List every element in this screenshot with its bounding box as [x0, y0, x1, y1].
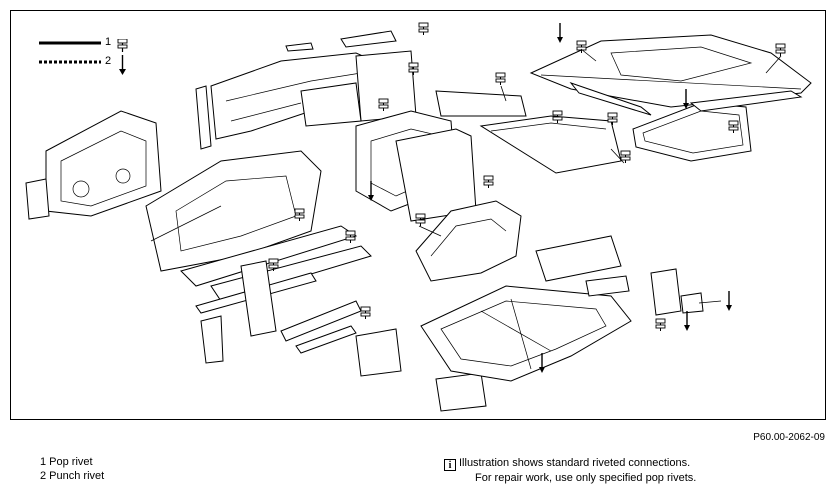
figure-code: P60.00-2062-09 — [753, 432, 825, 443]
legend-key: 1 2 — [39, 36, 149, 84]
punch-rivet-markers — [368, 23, 732, 373]
legend-item-pop-rivet: 1 Pop rivet — [40, 456, 93, 468]
info-icon: i — [444, 459, 456, 471]
legend-text: 1 Pop rivet 2 Punch rivet — [40, 455, 104, 483]
rear-wheel-arch — [415, 200, 522, 282]
side-wall-frame — [145, 150, 322, 272]
floor-longitudinal-members — [180, 225, 372, 337]
rear-floor-parts — [535, 235, 704, 316]
note-line-2: For repair work, use only specified pop … — [475, 472, 697, 484]
roof-frame — [569, 81, 803, 162]
rivet-markers — [268, 22, 786, 331]
pop-rivet-icon — [117, 39, 128, 52]
legend-item-punch-rivet: 2 Punch rivet — [40, 470, 105, 482]
legend-key-lines — [39, 39, 128, 75]
floor-panel — [420, 285, 632, 382]
top-small-parts — [285, 30, 417, 127]
note-line-1: Illustration shows standard riveted conn… — [459, 457, 691, 469]
front-fender — [210, 52, 387, 140]
a-pillar-strip — [195, 85, 212, 150]
front-end-module — [25, 110, 162, 220]
wheelhouse-inner — [355, 90, 622, 222]
leader-lines — [418, 48, 782, 304]
front-brackets — [200, 300, 487, 412]
legend-key-1-label: 1 — [105, 36, 112, 48]
body-shell-exploded-drawing — [25, 22, 812, 412]
legend-key-2-label: 2 — [105, 55, 112, 67]
punch-rivet-icon — [119, 55, 126, 75]
diagram-frame: 1 2 — [10, 10, 826, 420]
